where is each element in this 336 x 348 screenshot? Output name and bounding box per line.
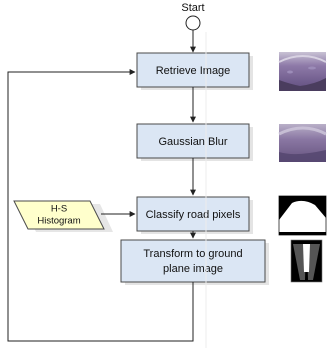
input-label-line1: H-S [51, 204, 67, 215]
step-transform-ground-plane: Transform to ground plane image [120, 239, 266, 283]
step-classify-road-pixels: Classify road pixels [136, 196, 250, 232]
step-retrieve-image: Retrieve Image [136, 52, 250, 88]
step-gaussian-blur-label: Gaussian Blur [158, 136, 227, 148]
thumbnail-retrieved-image [278, 52, 327, 91]
thumbnail-ground-plane [290, 239, 323, 283]
step-retrieve-image-label: Retrieve Image [156, 65, 231, 77]
thumbnail-blurred-image [278, 124, 327, 162]
loop-back-arrow [7, 69, 194, 342]
input-hs-histogram: H-S Histogram [13, 200, 113, 232]
thumbnail-road-mask [278, 195, 327, 236]
step-gaussian-blur: Gaussian Blur [136, 123, 250, 159]
start-label: Start [181, 2, 204, 14]
start-node [185, 15, 201, 31]
step-transform-label-line2: plane image [163, 263, 223, 275]
step-classify-label: Classify road pixels [146, 209, 241, 221]
input-label-line2: Histogram [37, 216, 80, 227]
step-transform-label-line1: Transform to ground [143, 248, 242, 260]
